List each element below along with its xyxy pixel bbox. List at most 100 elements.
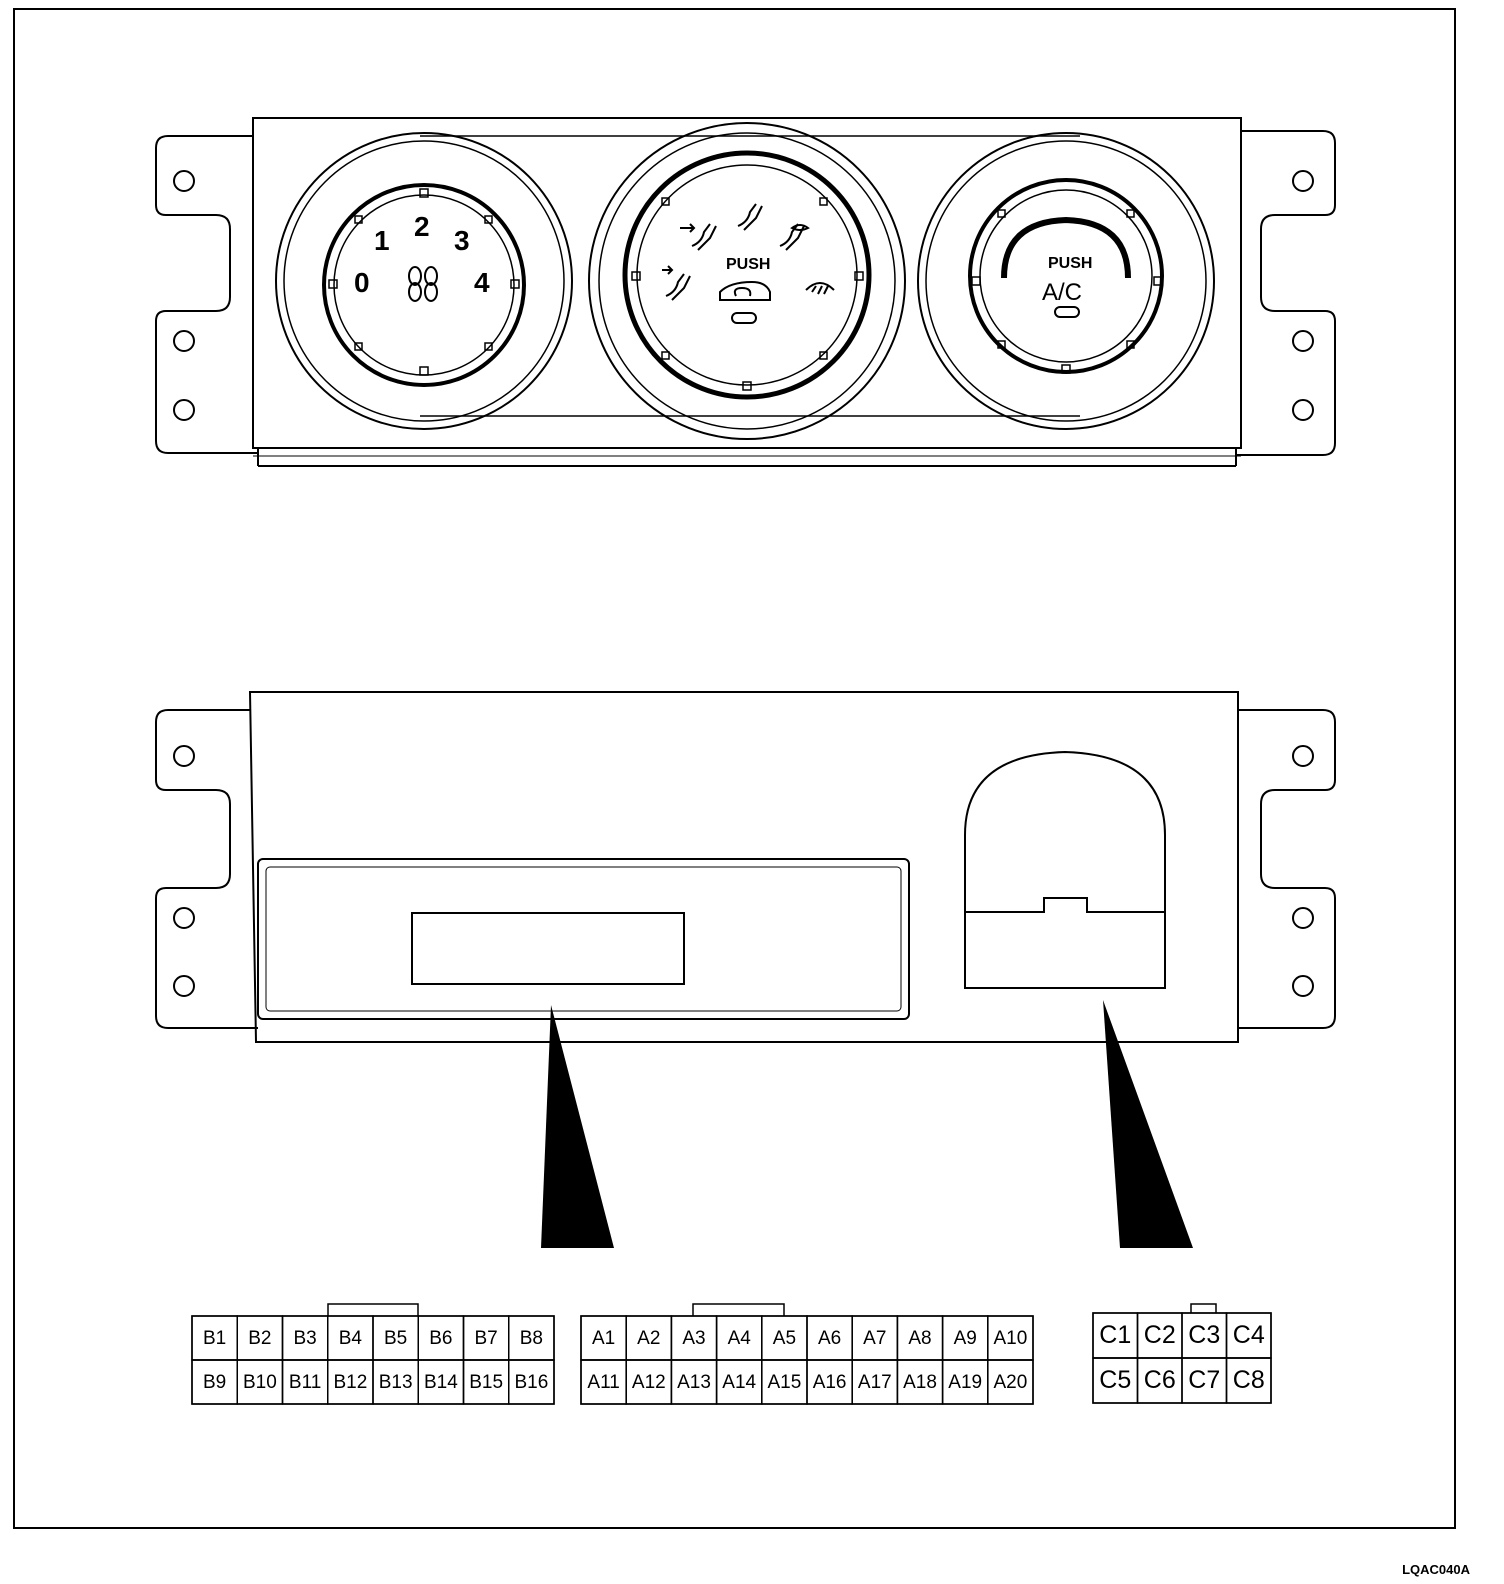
pin-label-a13: A13 bbox=[677, 1372, 711, 1393]
connector-pin-cell bbox=[987, 1359, 1034, 1405]
pin-label-a18: A18 bbox=[903, 1372, 937, 1393]
c-connector-socket bbox=[964, 750, 1166, 989]
pin-label-a11: A11 bbox=[587, 1372, 619, 1393]
pin-label-a7: A7 bbox=[863, 1328, 886, 1349]
pin-label-a2: A2 bbox=[637, 1328, 660, 1349]
pin-label-b7: B7 bbox=[475, 1328, 498, 1349]
pin-label-a8: A8 bbox=[908, 1328, 931, 1349]
pin-label-c6: C6 bbox=[1144, 1366, 1176, 1394]
pin-label-a12: A12 bbox=[632, 1372, 666, 1393]
ac-push-label: PUSH bbox=[1048, 255, 1092, 272]
c-connector-callout bbox=[1103, 1000, 1193, 1248]
connector-pin-cell bbox=[508, 1359, 555, 1405]
ab-connector-latch bbox=[411, 912, 685, 985]
mounting-hole bbox=[1292, 170, 1314, 192]
pin-label-b9: B9 bbox=[203, 1372, 226, 1393]
pin-label-b5: B5 bbox=[384, 1328, 407, 1349]
ac-knob[interactable] bbox=[917, 132, 1215, 430]
defrost-icon bbox=[805, 282, 835, 295]
fan-speed-label-2: 2 bbox=[414, 211, 430, 242]
pin-label-c7: C7 bbox=[1188, 1366, 1220, 1394]
pin-label-b6: B6 bbox=[429, 1328, 452, 1349]
mounting-hole bbox=[1292, 975, 1314, 997]
pin-label-a6: A6 bbox=[818, 1328, 841, 1349]
pin-label-c2: C2 bbox=[1144, 1321, 1176, 1349]
left-mounting-bracket bbox=[155, 709, 258, 1029]
mounting-hole bbox=[173, 170, 195, 192]
faceplate bbox=[252, 117, 1242, 449]
mounting-hole bbox=[173, 330, 195, 352]
fan-speed-knob[interactable] bbox=[275, 132, 573, 430]
front-view-panel bbox=[155, 117, 1336, 467]
pin-label-a1: A1 bbox=[592, 1328, 615, 1349]
pin-label-c5: C5 bbox=[1099, 1366, 1131, 1394]
mounting-hole bbox=[1292, 399, 1314, 421]
c-connector-latch bbox=[965, 897, 1165, 913]
pin-label-a17: A17 bbox=[858, 1372, 892, 1393]
mounting-hole bbox=[173, 745, 195, 767]
pin-label-c8: C8 bbox=[1233, 1366, 1265, 1394]
right-mounting-bracket bbox=[1238, 709, 1336, 1029]
left-mounting-bracket bbox=[155, 135, 258, 454]
pin-label-b12: B12 bbox=[333, 1372, 367, 1393]
pin-label-a15: A15 bbox=[767, 1372, 801, 1393]
pin-label-a20: A20 bbox=[993, 1372, 1027, 1393]
connector-b-key bbox=[327, 1303, 419, 1316]
ab-connector-socket bbox=[257, 858, 910, 1020]
mode-push-label: PUSH bbox=[726, 256, 770, 273]
vent-bilevel-icon bbox=[680, 223, 717, 251]
pin-label-b10: B10 bbox=[243, 1372, 277, 1393]
pin-label-b14: B14 bbox=[424, 1372, 458, 1393]
fan-speed-label-4: 4 bbox=[474, 267, 490, 298]
vent-floor-defrost-icon bbox=[779, 223, 810, 251]
pin-label-b11: B11 bbox=[289, 1372, 321, 1393]
pin-label-a9: A9 bbox=[954, 1328, 977, 1349]
ac-indicator-led bbox=[1054, 306, 1080, 318]
fan-icon bbox=[408, 266, 438, 302]
mounting-hole bbox=[173, 907, 195, 929]
housing-body bbox=[248, 691, 1239, 1043]
mounting-hole bbox=[1292, 330, 1314, 352]
pin-label-c4: C4 bbox=[1233, 1321, 1265, 1349]
pin-label-b4: B4 bbox=[339, 1328, 363, 1349]
mode-indicator-led bbox=[731, 312, 757, 324]
mounting-hole bbox=[173, 975, 195, 997]
mounting-hole bbox=[1292, 907, 1314, 929]
ab-connector-callout bbox=[541, 1005, 614, 1248]
knob-recess bbox=[420, 135, 1080, 417]
mounting-hole bbox=[1292, 745, 1314, 767]
pin-label-c3: C3 bbox=[1188, 1321, 1220, 1349]
connector-pin-cell bbox=[1225, 1357, 1272, 1404]
pin-label-a10: A10 bbox=[993, 1328, 1027, 1349]
pin-label-a16: A16 bbox=[813, 1372, 847, 1393]
mounting-hole bbox=[173, 399, 195, 421]
fan-speed-label-1: 1 bbox=[374, 225, 390, 256]
diagram-frame bbox=[13, 8, 1456, 1529]
mode-selector-knob[interactable] bbox=[588, 122, 906, 440]
pin-label-a5: A5 bbox=[773, 1328, 796, 1349]
recirculation-icon bbox=[719, 280, 771, 301]
fan-speed-label-0: 0 bbox=[354, 267, 370, 298]
pin-label-b2: B2 bbox=[248, 1328, 271, 1349]
right-mounting-bracket bbox=[1236, 130, 1336, 456]
pin-label-b3: B3 bbox=[294, 1328, 317, 1349]
vent-face-icon bbox=[662, 265, 691, 301]
pin-label-b16: B16 bbox=[514, 1372, 548, 1393]
pin-label-a14: A14 bbox=[722, 1372, 756, 1393]
figure-code: LQAC040A bbox=[1402, 1562, 1470, 1577]
pin-label-c1: C1 bbox=[1099, 1321, 1131, 1349]
pin-label-b15: B15 bbox=[469, 1372, 503, 1393]
pin-label-a19: A19 bbox=[948, 1372, 982, 1393]
pin-label-b1: B1 bbox=[203, 1328, 226, 1349]
rear-view-panel bbox=[155, 691, 1336, 1043]
pin-label-b13: B13 bbox=[379, 1372, 413, 1393]
ac-label: A/C bbox=[1042, 279, 1082, 306]
pin-label-a4: A4 bbox=[728, 1328, 752, 1349]
pin-label-a3: A3 bbox=[682, 1328, 705, 1349]
fan-speed-label-3: 3 bbox=[454, 225, 470, 256]
pin-label-b8: B8 bbox=[520, 1328, 543, 1349]
connector-a-key bbox=[692, 1303, 785, 1316]
